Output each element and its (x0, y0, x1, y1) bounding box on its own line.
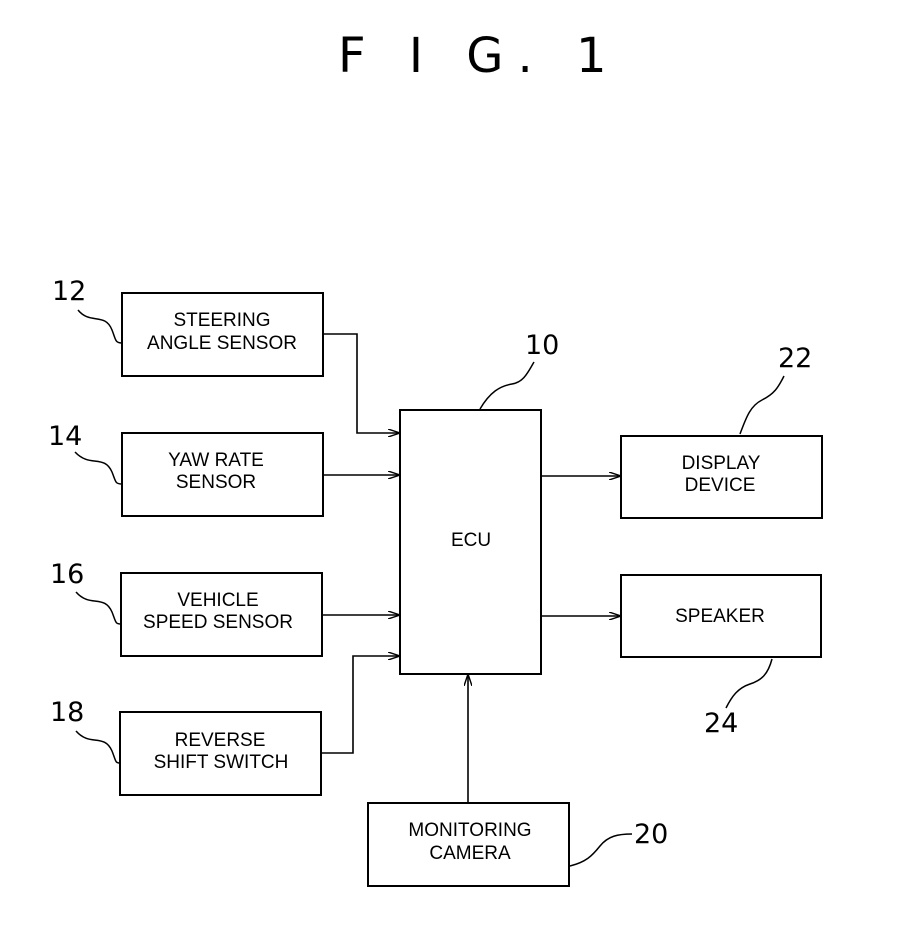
speaker-label: SPEAKER (675, 606, 765, 627)
camera-line1: MONITORING (408, 820, 531, 841)
display-device-block: DISPLAY DEVICE (621, 436, 822, 518)
ref-yaw: 14 (48, 421, 82, 452)
ref-reverse: 18 (50, 697, 84, 728)
ref-display: 22 (778, 343, 812, 374)
camera-line2: CAMERA (429, 843, 511, 864)
reverse-line2: SHIFT SWITCH (154, 752, 289, 773)
leader-speaker (726, 659, 772, 708)
speaker-block: SPEAKER (621, 575, 821, 657)
figure-title: F I G. 1 (338, 28, 621, 84)
speed-line2: SPEED SENSOR (143, 612, 293, 633)
ref-speed: 16 (50, 559, 84, 590)
leader-yaw (75, 452, 122, 484)
display-line1: DISPLAY (682, 453, 761, 474)
steering-line1: STEERING (173, 310, 270, 331)
yaw-rate-sensor-block: YAW RATE SENSOR (122, 433, 323, 516)
leader-speed (76, 592, 121, 624)
ref-speaker: 24 (704, 708, 738, 739)
yaw-line2: SENSOR (176, 472, 256, 493)
leader-steering (78, 310, 122, 343)
reverse-shift-switch-block: REVERSE SHIFT SWITCH (120, 712, 321, 795)
reverse-line1: REVERSE (175, 730, 266, 751)
steering-angle-sensor-block: STEERING ANGLE SENSOR (122, 293, 323, 376)
leader-ecu (480, 362, 534, 409)
steering-line2: ANGLE SENSOR (147, 333, 297, 354)
ref-ecu: 10 (525, 330, 559, 361)
arrow-steering-to-ecu (323, 334, 399, 433)
leader-reverse (76, 731, 120, 763)
leader-display (740, 376, 784, 434)
vehicle-speed-sensor-block: VEHICLE SPEED SENSOR (121, 573, 322, 656)
display-line2: DEVICE (685, 475, 756, 496)
ref-steering: 12 (52, 276, 86, 307)
monitoring-camera-block: MONITORING CAMERA (368, 803, 569, 886)
leader-camera (570, 834, 632, 866)
ecu-block: ECU (400, 410, 541, 674)
ecu-label: ECU (451, 530, 491, 551)
speed-line1: VEHICLE (177, 590, 258, 611)
arrow-reverse-to-ecu (321, 656, 399, 753)
yaw-line1: YAW RATE (168, 450, 264, 471)
ref-camera: 20 (634, 819, 668, 850)
